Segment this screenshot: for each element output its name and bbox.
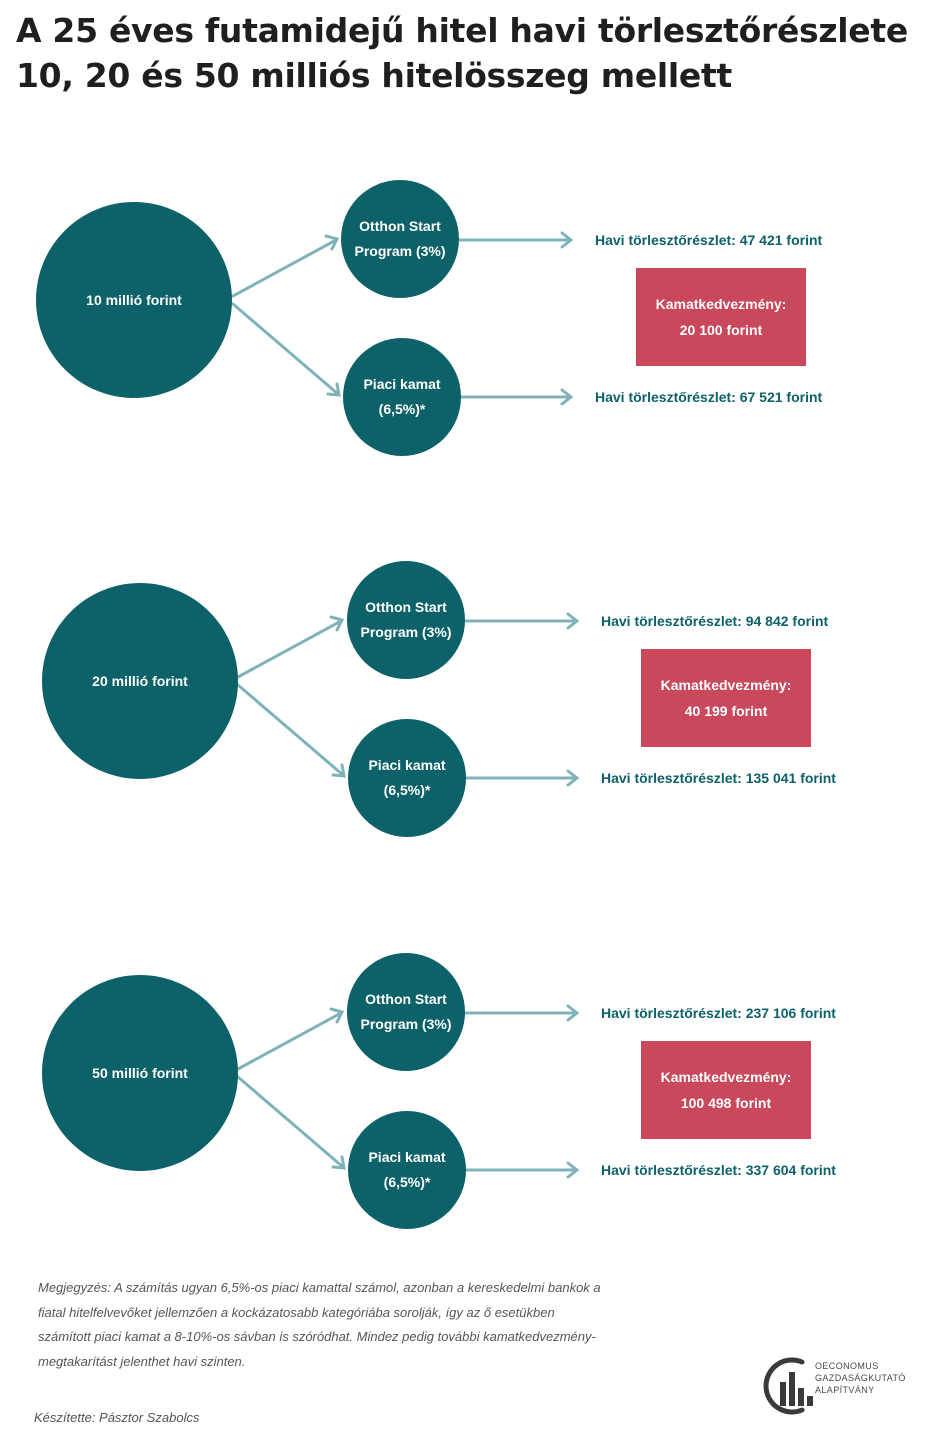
savings-label: Kamatkedvezmény: [660, 1069, 792, 1085]
piaci-kamat-line-1: Piaci kamat [368, 1149, 446, 1165]
footnote-line-2: fiatal hitelfelvevőket jellemzően a kock… [38, 1304, 555, 1320]
loan-group-10m: 10 millió forint Otthon Start Program (3… [0, 178, 946, 478]
otthon-start-line-1: Otthon Start [365, 991, 447, 1007]
author-credit: Készítette: Pásztor Szabolcs [34, 1410, 200, 1425]
flow-arrows [236, 1004, 580, 1179]
savings-label: Kamatkedvezmény: [660, 677, 792, 693]
otthon-start-circle: Otthon Start Program (3%) [347, 561, 465, 679]
title-line-1: A 25 éves futamidejű hitel havi törleszt… [16, 11, 908, 50]
piaci-kamat-circle: Piaci kamat (6,5%)* [348, 719, 466, 837]
otthon-start-circle: Otthon Start Program (3%) [341, 180, 459, 298]
footnote-line-4: megtakarítást jelenthet havi szinten. [38, 1353, 246, 1369]
savings-value: 40 199 forint [684, 703, 768, 719]
loan-group-20m: 20 millió forint Otthon Start Program (3… [0, 559, 946, 859]
piaci-kamat-circle: Piaci kamat (6,5%)* [343, 338, 461, 456]
oeconomus-logo-icon [763, 1357, 813, 1415]
savings-value: 20 100 forint [679, 322, 763, 338]
logo-text: OECONOMUS GAZDASÁGKUTATÓ ALAPÍTVÁNY [815, 1360, 906, 1396]
loan-amount-circle: 20 millió forint [42, 583, 238, 779]
flow-arrows [236, 612, 580, 787]
piaci-kamat-result: Havi törlesztőrészlet: 337 604 forint [601, 1162, 836, 1178]
otthon-start-line-2: Program (3%) [360, 624, 452, 640]
piaci-kamat-line-2: (6,5%)* [378, 401, 426, 417]
footnote: Megjegyzés: A számítás ugyan 6,5%-os pia… [38, 1276, 738, 1374]
footnote-line-1: Megjegyzés: A számítás ugyan 6,5%-os pia… [38, 1280, 601, 1295]
savings-label: Kamatkedvezmény: [655, 296, 787, 312]
otthon-start-result: Havi törlesztőrészlet: 94 842 forint [601, 613, 829, 629]
loan-amount-label: 20 millió forint [92, 673, 188, 689]
otthon-start-line-2: Program (3%) [360, 1016, 452, 1032]
title-line-2: 10, 20 és 50 milliós hitelösszeg mellett [16, 56, 732, 95]
loan-amount-label: 10 millió forint [86, 292, 182, 308]
piaci-kamat-line-2: (6,5%)* [383, 1174, 431, 1190]
piaci-kamat-line-1: Piaci kamat [363, 376, 441, 392]
savings-box: Kamatkedvezmény: 40 199 forint [641, 649, 811, 747]
loan-amount-circle: 10 millió forint [36, 202, 232, 398]
logo-line-2: GAZDASÁGKUTATÓ [815, 1373, 906, 1383]
otthon-start-circle: Otthon Start Program (3%) [347, 953, 465, 1071]
piaci-kamat-result: Havi törlesztőrészlet: 67 521 forint [595, 389, 823, 405]
piaci-kamat-result: Havi törlesztőrészlet: 135 041 forint [601, 770, 836, 786]
otthon-start-line-2: Program (3%) [354, 243, 446, 259]
flow-arrows [231, 231, 574, 406]
otthon-start-result: Havi törlesztőrészlet: 237 106 forint [601, 1005, 836, 1021]
logo-line-3: ALAPÍTVÁNY [815, 1385, 875, 1395]
savings-box: Kamatkedvezmény: 20 100 forint [636, 268, 806, 366]
otthon-start-result: Havi törlesztőrészlet: 47 421 forint [595, 232, 823, 248]
logo-line-1: OECONOMUS [815, 1361, 879, 1371]
savings-box: Kamatkedvezmény: 100 498 forint [641, 1041, 811, 1139]
loan-group-50m: 50 millió forint Otthon Start Program (3… [0, 951, 946, 1251]
loan-amount-circle: 50 millió forint [42, 975, 238, 1171]
piaci-kamat-line-1: Piaci kamat [368, 757, 446, 773]
footnote-line-3: számított piaci kamat a 8-10%-os sávban … [38, 1329, 596, 1344]
savings-value: 100 498 forint [680, 1095, 772, 1111]
loan-amount-label: 50 millió forint [92, 1065, 188, 1081]
page-title: A 25 éves futamidejű hitel havi törleszt… [16, 8, 936, 98]
piaci-kamat-line-2: (6,5%)* [383, 782, 431, 798]
otthon-start-line-1: Otthon Start [365, 599, 447, 615]
otthon-start-line-1: Otthon Start [359, 218, 441, 234]
piaci-kamat-circle: Piaci kamat (6,5%)* [348, 1111, 466, 1229]
